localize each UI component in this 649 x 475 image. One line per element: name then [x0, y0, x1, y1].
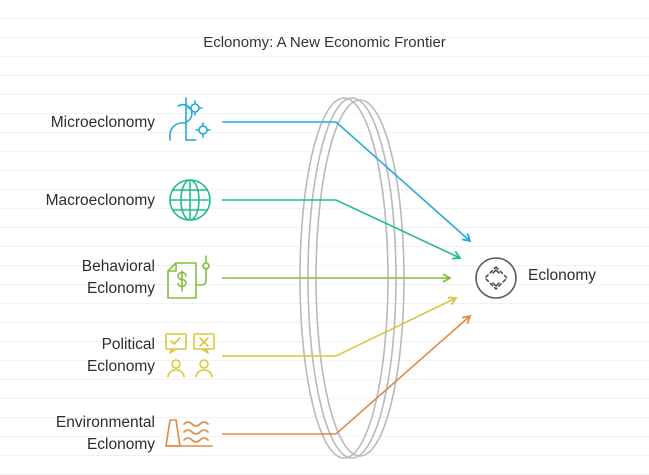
voting-people-icon: [165, 333, 215, 378]
dollar-document-icon: [167, 255, 210, 299]
diamond-arrows-icon: [484, 266, 508, 290]
connector-environmental-eclonomy: [222, 314, 472, 435]
output-label-eclonomy: Eclonomy: [528, 267, 597, 284]
input-label-microeclonomy: Microeclonomy: [50, 114, 155, 131]
globe-icon: [169, 179, 211, 221]
connector-microeclonomy: [222, 121, 472, 243]
input-label-behavioral-eclonomy: Behavioral Eclonomy: [81, 258, 155, 297]
connector-macroeclonomy: [222, 199, 462, 260]
input-label-political-eclonomy: Political Eclonomy: [86, 336, 155, 375]
connector-political-eclonomy: [222, 296, 458, 357]
eclonomy-node: [475, 257, 517, 299]
diagram-title: Eclonomy: A New Economic Frontier: [203, 34, 446, 51]
factory-water-icon: [165, 419, 213, 447]
input-label-environmental-eclonomy: Environmental Eclonomy: [55, 414, 155, 453]
person-gears-icon: [169, 97, 211, 141]
input-label-macroeclonomy: Macroeclonomy: [45, 192, 155, 209]
